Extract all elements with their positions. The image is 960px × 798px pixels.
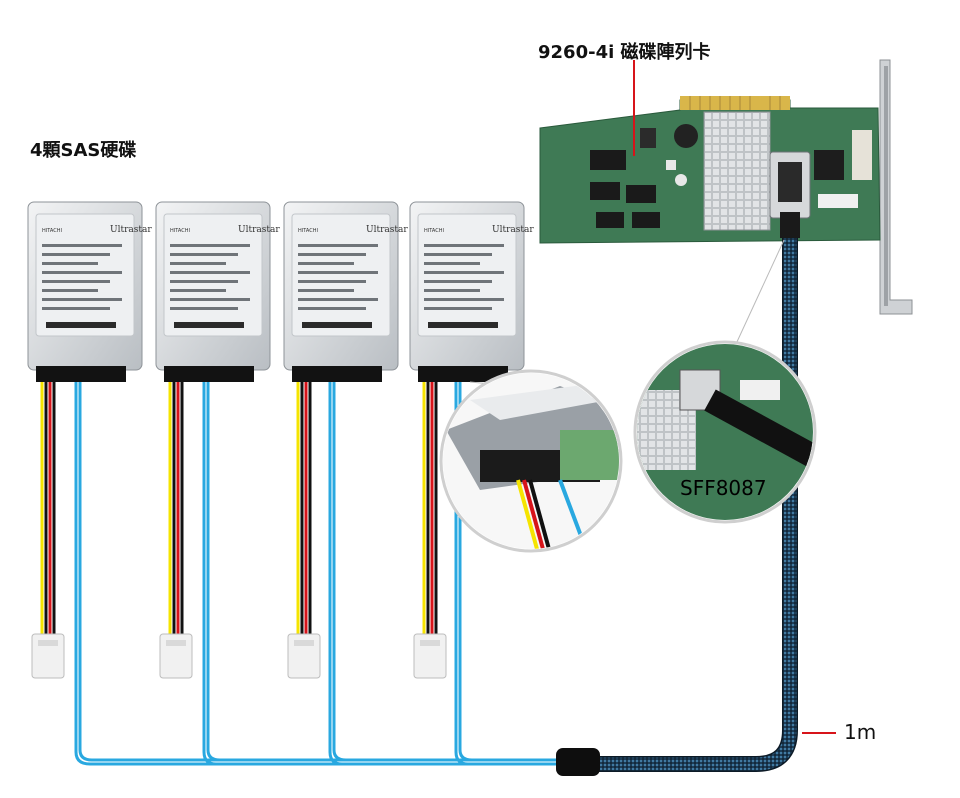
disk-maker-text: HITACHI [424, 228, 444, 234]
data-cables [74, 382, 560, 766]
disk-maker-text: HITACHI [170, 228, 190, 234]
connector-label: SFF8087 [680, 476, 767, 500]
cable-length-label: 1m [844, 720, 877, 744]
pcie-edge-connector [680, 96, 790, 110]
disk-maker-text: HITACHI [298, 228, 318, 234]
disk-brand-text: Ultrastar [238, 225, 280, 235]
disk-brand-text: Ultrastar [110, 225, 152, 235]
sas-disk: Ultrastar HITACHI [27, 201, 152, 679]
sas-disk: Ultrastar HITACHI [283, 201, 408, 679]
pci-bracket [879, 59, 913, 315]
disks-label: 4顆SAS硬碟 [30, 140, 137, 161]
raid-card-label: 9260-4i 磁碟陣列卡 [538, 42, 711, 63]
sff8087-cable [596, 212, 800, 772]
disk-connector-zoom [439, 369, 623, 553]
disk-maker-text: HITACHI [42, 228, 62, 234]
disk-brand-text: Ultrastar [366, 225, 408, 235]
heatsink [703, 111, 771, 231]
sff-connector-zoom [633, 239, 817, 524]
raid-card [539, 59, 913, 315]
sas-disk: Ultrastar HITACHI [155, 201, 280, 679]
cable-splitter [556, 748, 600, 776]
sas-disk: Ultrastar HITACHI [409, 201, 534, 679]
disk-brand-text: Ultrastar [492, 225, 534, 235]
